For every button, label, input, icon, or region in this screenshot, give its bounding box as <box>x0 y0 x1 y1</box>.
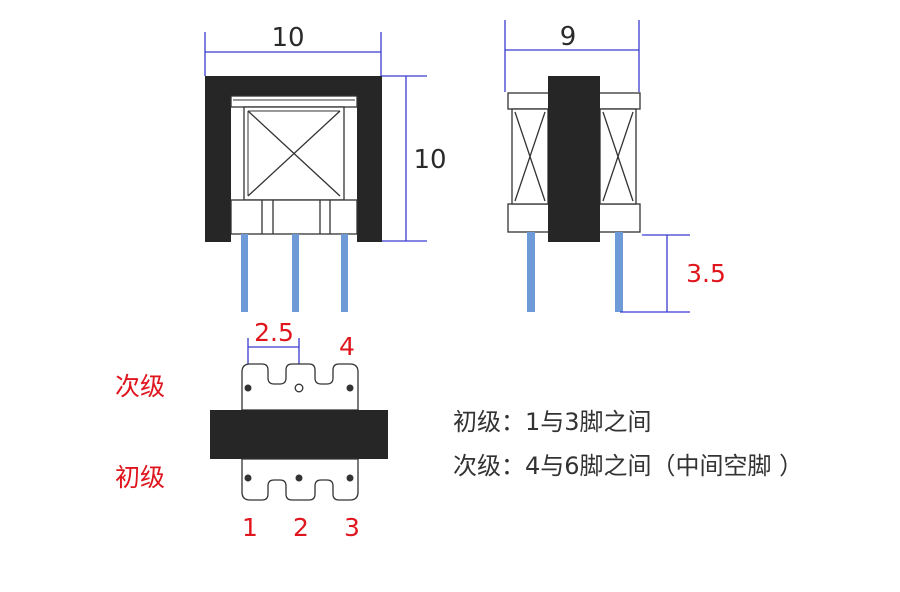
winding-notes: 初级：1与3脚之间 次级：4与6脚之间（中间空脚 ） <box>453 408 803 480</box>
front-view: 10 10 <box>204 23 447 312</box>
pin-6-hole <box>346 384 354 392</box>
side-winding-right <box>599 108 637 205</box>
pitch-label: 2.5 <box>254 318 294 347</box>
front-width-dimension <box>204 32 382 76</box>
front-width-label: 10 <box>271 23 304 53</box>
pin-number-1: 1 <box>242 513 258 542</box>
side-pin-right <box>615 232 623 312</box>
front-pin-left <box>241 234 248 312</box>
pin-length-label: 3.5 <box>686 259 726 288</box>
side-pin-left <box>527 232 535 312</box>
side-winding-left <box>511 108 549 205</box>
pin-number-2: 2 <box>293 513 309 542</box>
pin-4-hole <box>244 384 252 392</box>
primary-label: 初级 <box>115 463 165 492</box>
front-pins <box>241 234 348 312</box>
side-width-dimension <box>504 20 640 92</box>
side-ferrite-core <box>548 76 600 242</box>
empty-pin-hole <box>294 383 304 393</box>
pin-3-hole <box>346 474 354 482</box>
secondary-note: 次级：4与6脚之间（中间空脚 ） <box>453 452 803 480</box>
secondary-label: 次级 <box>115 372 165 401</box>
side-view: 9 3.5 <box>504 20 726 313</box>
winding <box>243 106 345 201</box>
pin-number-3: 3 <box>344 513 360 542</box>
bobbin-top-flange <box>230 95 358 108</box>
front-height-dimension <box>381 75 427 242</box>
bottom-ferrite-core <box>210 410 388 459</box>
pin-1-hole <box>244 474 252 482</box>
bottom-view: 2.5 次级 初级 4 1 2 3 <box>115 318 388 542</box>
front-height-label: 10 <box>413 145 446 175</box>
pin-length-dimension <box>620 234 690 313</box>
front-pin-right <box>341 234 348 312</box>
primary-note: 初级：1与3脚之间 <box>453 408 652 436</box>
side-width-label: 9 <box>560 22 577 52</box>
pin-number-4: 4 <box>339 332 355 361</box>
bobbin-base <box>230 199 358 235</box>
pin-2-hole <box>295 474 303 482</box>
ferrite-core <box>205 76 382 242</box>
front-pin-middle <box>292 234 299 312</box>
